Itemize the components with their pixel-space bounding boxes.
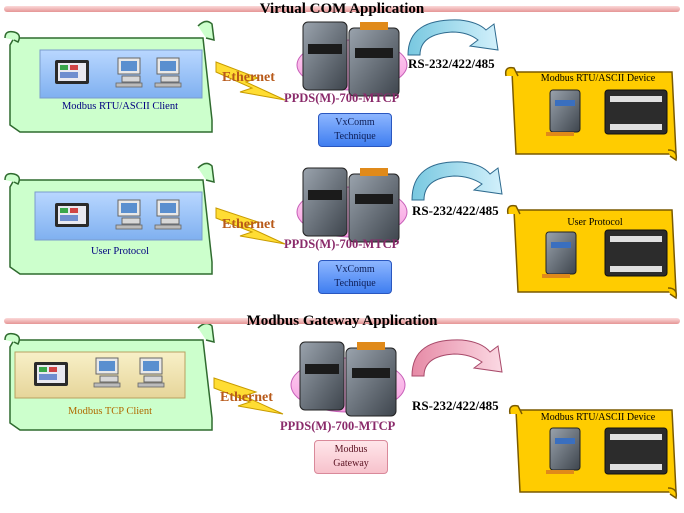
serial-arrow-2 — [411, 161, 503, 201]
section-title-virtual-com: Virtual COM Application — [259, 1, 425, 17]
client-scroll-1 — [4, 20, 215, 133]
ethernet-bolt-1 — [215, 61, 286, 101]
technique-badge: VxComm Technique — [318, 260, 392, 294]
device-label: Modbus RTU/ASCII Device — [540, 73, 656, 84]
gateway-1 — [296, 21, 408, 97]
device-label: Modbus RTU/ASCII Device — [540, 412, 656, 423]
client-scroll-2 — [4, 162, 215, 275]
device-scroll-2 — [506, 204, 678, 300]
ethernet-label: Ethernet — [222, 217, 275, 232]
model-label: PPDS(M)-700-MTCP — [284, 237, 400, 251]
section-divider-gateway — [4, 318, 680, 324]
device-scroll-3 — [508, 404, 678, 500]
model-label: PPDS(M)-700-MTCP — [280, 419, 396, 433]
client-label: User Protocol — [90, 246, 150, 257]
ethernet-bolt-3 — [213, 377, 284, 415]
ethernet-label: Ethernet — [220, 390, 273, 405]
client-scroll-3 — [4, 322, 215, 431]
gateway-2 — [296, 167, 408, 243]
gateway-3 — [290, 341, 406, 417]
client-label: Modbus RTU/ASCII Client — [61, 101, 179, 112]
device-label: User Protocol — [567, 217, 623, 228]
section-divider-top — [4, 6, 680, 12]
technique-badge: Modbus Gateway — [314, 440, 388, 474]
ethernet-label: Ethernet — [222, 70, 275, 85]
device-scroll-1 — [504, 66, 678, 162]
client-label: Modbus TCP Client — [67, 406, 152, 417]
section-title-modbus-gateway: Modbus Gateway Application — [246, 313, 438, 329]
serial-label: RS-232/422/485 — [408, 56, 495, 71]
serial-label: RS-232/422/485 — [412, 398, 499, 413]
model-label: PPDS(M)-700-MTCP — [284, 91, 400, 105]
technique-badge: VxComm Technique — [318, 113, 392, 147]
ethernet-bolt-2 — [215, 207, 286, 245]
serial-arrow-1 — [407, 19, 499, 56]
serial-label: RS-232/422/485 — [412, 203, 499, 218]
serial-arrow-3 — [411, 339, 503, 377]
